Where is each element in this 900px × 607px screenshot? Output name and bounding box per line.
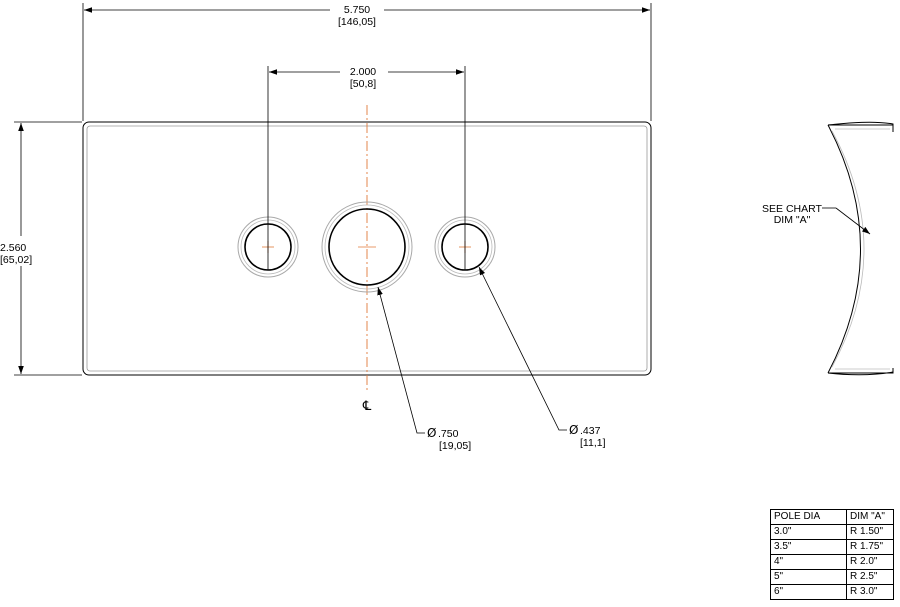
overall-width-dimension: 5.750 [146,05] bbox=[82, 3, 652, 121]
center-hole bbox=[321, 201, 413, 293]
overall-height-dimension: 2.560 [65,02] bbox=[0, 121, 82, 376]
chart-header-row: POLE DIA DIM "A" bbox=[770, 509, 894, 525]
dim-a-cell: R 1.75" bbox=[846, 539, 894, 555]
pole-dia-cell: 3.0" bbox=[770, 524, 847, 540]
dim-a-cell: R 1.50" bbox=[846, 524, 894, 540]
hole-spacing-dimension: 2.000 [50,8] bbox=[267, 66, 466, 270]
dim-a-cell: R 2.5" bbox=[846, 569, 894, 585]
hole-spacing-inch: 2.000 bbox=[350, 66, 376, 78]
see-chart-note-line1: SEE CHART bbox=[762, 203, 822, 215]
chart-header-dim-a: DIM "A" bbox=[846, 509, 894, 525]
side-hole-leader: Ø .437 [11,1] bbox=[478, 266, 606, 449]
side-hole-dia-symbol: Ø bbox=[569, 423, 578, 437]
center-hole-inch: .750 bbox=[438, 428, 459, 440]
pole-dia-cell: 4" bbox=[770, 554, 847, 570]
table-row: 3.0" R 1.50" bbox=[770, 524, 894, 540]
table-row: 5" R 2.5" bbox=[770, 569, 894, 585]
pole-dia-cell: 5" bbox=[770, 569, 847, 585]
overall-width-mm: [146,05] bbox=[338, 16, 376, 28]
overall-width-inch: 5.750 bbox=[344, 4, 370, 16]
side-hole-inch: .437 bbox=[580, 425, 601, 437]
overall-height-inch: 2.560 bbox=[0, 242, 26, 254]
side-view-leader: SEE CHART DIM "A" bbox=[762, 203, 871, 235]
dim-a-cell: R 2.0" bbox=[846, 554, 894, 570]
center-hole-dia-symbol: Ø bbox=[427, 426, 436, 440]
table-row: 4" R 2.0" bbox=[770, 554, 894, 570]
centerline-symbol: ℄ bbox=[362, 399, 372, 414]
center-hole-leader: Ø .750 [19,05] bbox=[377, 286, 471, 452]
side-hole-mm: [11,1] bbox=[580, 437, 606, 449]
dim-a-cell: R 3.0" bbox=[846, 584, 894, 600]
pole-dia-cell: 6" bbox=[770, 584, 847, 600]
center-hole-mm: [19,05] bbox=[439, 440, 471, 452]
table-row: 6" R 3.0" bbox=[770, 584, 894, 600]
overall-height-mm: [65,02] bbox=[0, 254, 32, 266]
chart-header-pole-dia: POLE DIA bbox=[770, 509, 847, 525]
see-chart-note-line2: DIM "A" bbox=[774, 214, 811, 226]
pole-dia-cell: 3.5" bbox=[770, 539, 847, 555]
hole-spacing-mm: [50,8] bbox=[350, 78, 376, 90]
table-row: 3.5" R 1.75" bbox=[770, 539, 894, 555]
pole-dia-chart: POLE DIA DIM "A" 3.0" R 1.50" 3.5" R 1.7… bbox=[770, 509, 894, 600]
